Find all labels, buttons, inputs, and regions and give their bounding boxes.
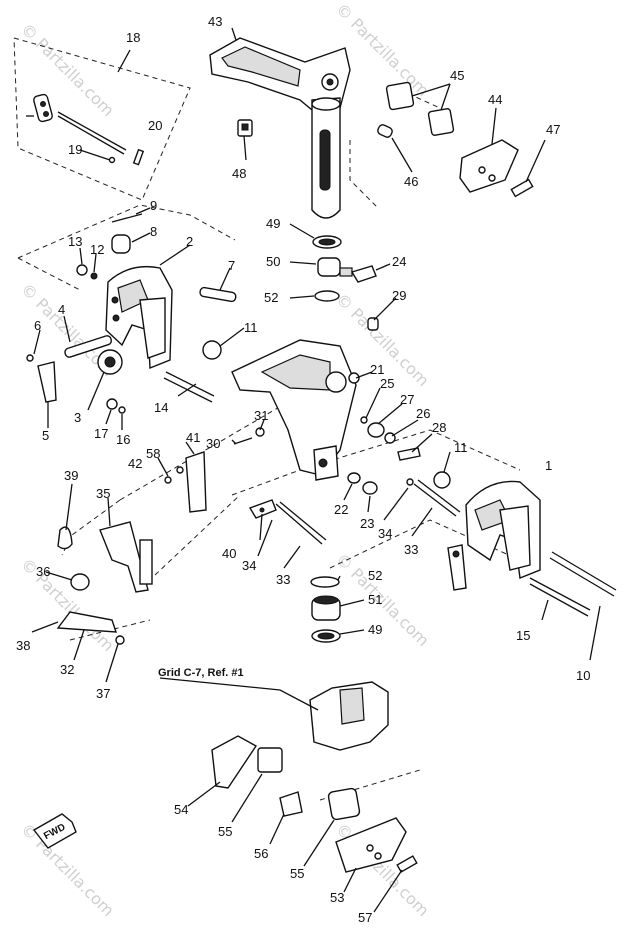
label-47: 47 [546,122,560,137]
left-small-parts [26,213,143,414]
label-57: 57 [358,910,372,925]
upper-bushings [312,235,377,302]
label-56: 56 [254,846,268,861]
label-54: 54 [174,802,188,817]
watermark-top-right: © Partzilla.com [332,0,433,100]
label-35: 35 [96,486,110,501]
clamp-bracket-2 [105,265,173,370]
parts-45-44-47-46-48 [237,81,546,198]
label-6: 6 [34,318,41,333]
label-44: 44 [488,92,502,107]
kit-18-parts [26,93,145,166]
label-24: 24 [392,254,406,269]
label-43: 43 [208,14,222,29]
watermark-top-left: © Partzilla.com [17,19,118,120]
tilt-lever-35 [56,521,153,645]
label-leaders [31,27,497,913]
label-36: 36 [36,564,50,579]
label-34b: 34 [378,526,392,541]
label-42: 42 [128,456,142,471]
label-55b: 55 [290,866,304,881]
label-50: 50 [266,254,280,269]
label-27: 27 [400,392,414,407]
label-33a: 33 [276,572,290,587]
kit-18-box [13,37,191,201]
arms-41-40 [164,451,277,519]
label-38: 38 [16,638,30,653]
label-58: 58 [146,446,160,461]
label-41: 41 [186,430,200,445]
lower-case [159,677,389,751]
label-28: 28 [432,420,446,435]
label-19: 19 [68,142,82,157]
label-11b: 11 [454,440,468,455]
label-48: 48 [232,166,246,181]
watermark-low-left: © Partzilla.com [17,554,118,655]
label-52b: 52 [368,568,382,583]
label-40: 40 [222,546,236,561]
label-23: 23 [360,516,374,531]
part-labels: 1 2 3 4 5 6 7 8 9 10 11 11 12 13 14 15 1… [16,14,590,925]
label-4: 4 [58,302,65,317]
clamp-bracket-1 [447,480,541,591]
swivel-bracket [231,339,357,481]
label-26: 26 [416,406,430,421]
label-11a: 11 [244,320,258,335]
watermark-low-right: © Partzilla.com [332,549,433,650]
label-37: 37 [96,686,110,701]
fwd-arrow-icon: FWD [32,813,77,849]
label-49a: 49 [266,216,280,231]
label-45: 45 [450,68,464,83]
label-51: 51 [368,592,382,607]
label-33b: 33 [404,542,418,557]
label-12: 12 [90,242,104,257]
label-31: 31 [254,408,268,423]
label-52a: 52 [264,290,278,305]
label-25: 25 [380,376,394,391]
label-16: 16 [116,432,130,447]
dashed-leaders [17,89,521,801]
lower-bushings [310,576,341,643]
label-14: 14 [154,400,168,415]
label-17: 17 [94,426,108,441]
bottom-parts [211,735,418,873]
center-small-parts [233,317,421,495]
label-18: 18 [126,30,140,45]
label-49b: 49 [368,622,382,637]
label-21: 21 [370,362,384,377]
label-39: 39 [64,468,78,483]
tubes-7-14 [163,286,237,403]
label-46: 46 [404,174,418,189]
label-10: 10 [576,668,590,683]
grid-reference: Grid C-7, Ref. #1 [158,667,244,679]
label-29: 29 [392,288,406,303]
label-55a: 55 [218,824,232,839]
bolts-33-34 [275,471,461,545]
label-30: 30 [206,436,220,451]
label-1: 1 [545,458,552,473]
label-20: 20 [148,118,162,133]
label-22: 22 [334,502,348,517]
label-8: 8 [150,224,157,239]
label-9: 9 [150,198,157,213]
label-15: 15 [516,628,530,643]
label-13: 13 [68,234,82,249]
label-34a: 34 [242,558,256,573]
bolts-15-10 [529,551,617,661]
steering-bracket-43 [209,37,351,219]
label-32: 32 [60,662,74,677]
label-53: 53 [330,890,344,905]
label-3: 3 [74,410,81,425]
label-7: 7 [228,258,235,273]
label-5: 5 [42,428,49,443]
label-2: 2 [186,234,193,249]
